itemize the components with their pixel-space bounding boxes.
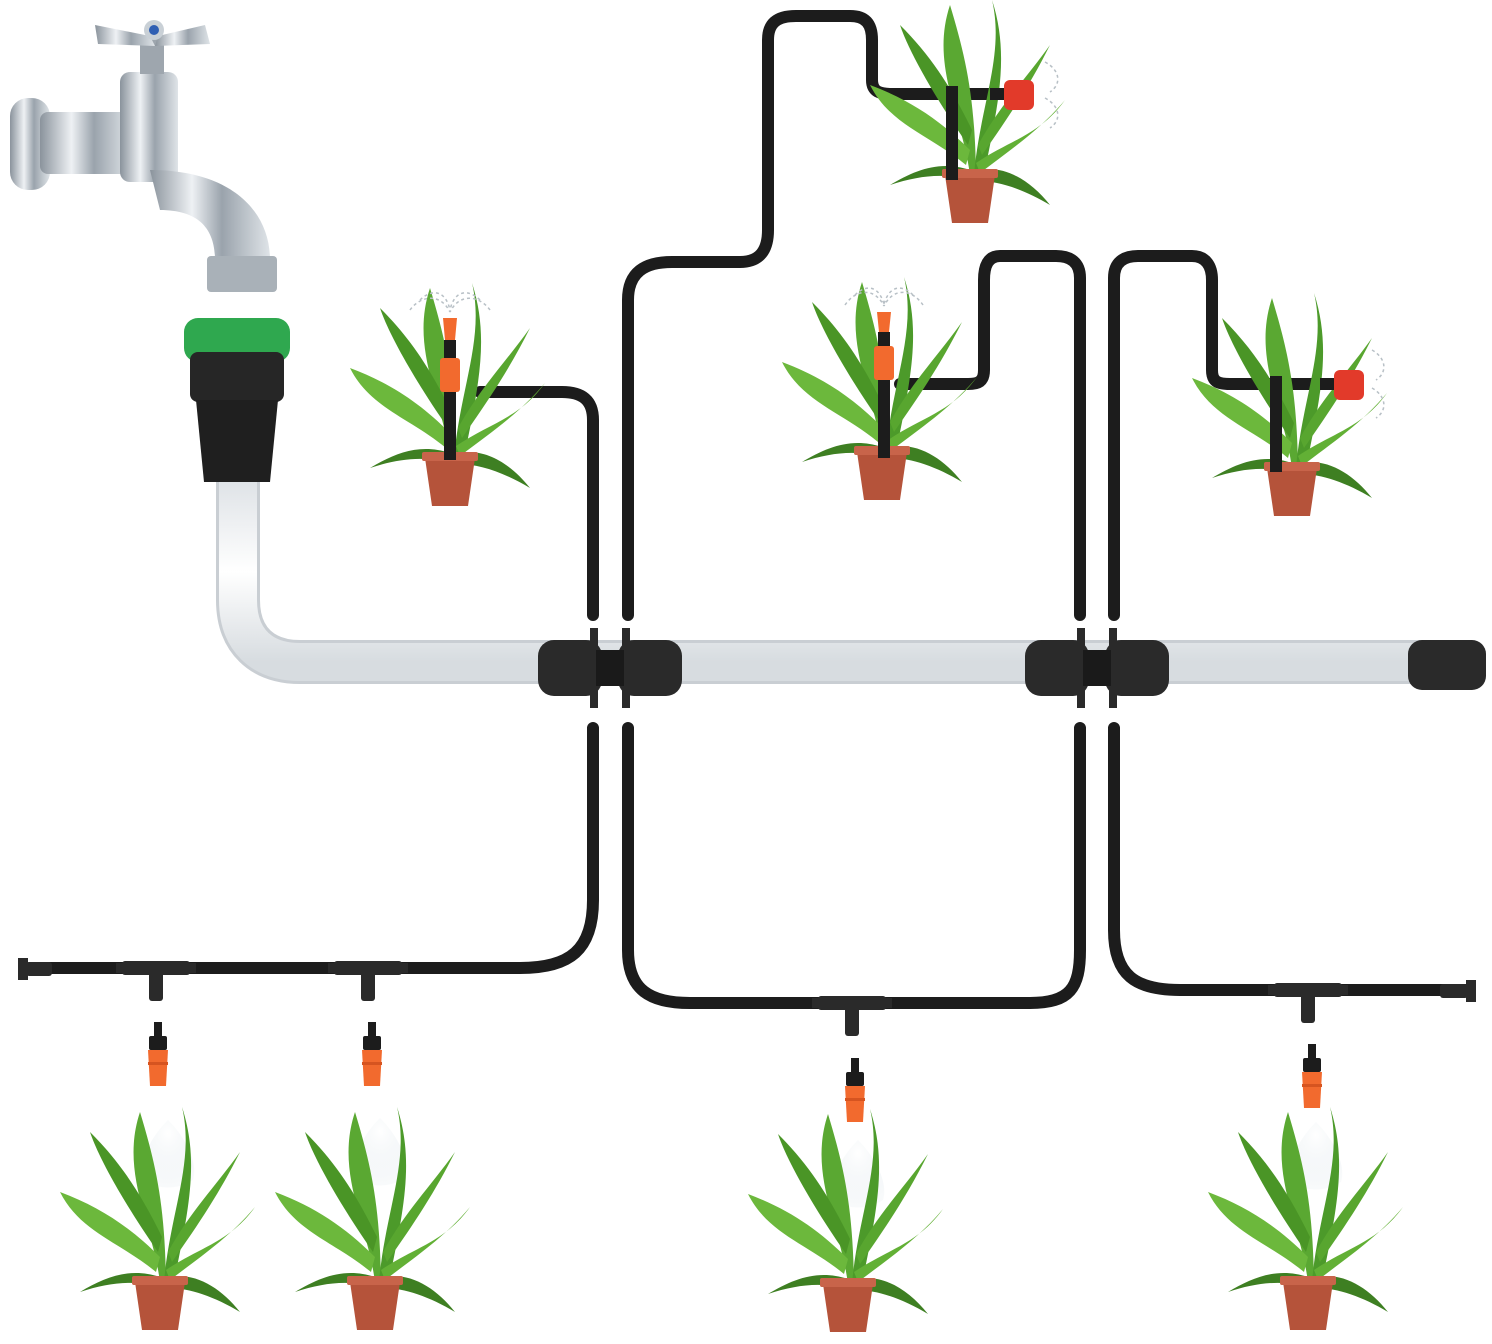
dripper-icon (1270, 349, 1385, 472)
tee-icon (328, 961, 408, 1001)
end-plug-icon (18, 958, 52, 980)
sprayer-stake-icon (844, 287, 924, 458)
main-hose (216, 482, 1430, 684)
mist-nozzle-icon (148, 1022, 168, 1086)
mist-nozzle-icon (1302, 1044, 1322, 1108)
faucet-icon (10, 20, 277, 292)
tee-icon (1268, 983, 1348, 1023)
plant-icon (748, 1109, 943, 1332)
branch-tubes (24, 10, 1476, 1009)
dripper-icon (946, 61, 1059, 180)
plant-icon (1192, 293, 1387, 516)
tee-icon (116, 961, 196, 1001)
hose-adapter-icon (184, 318, 290, 482)
mist-nozzle-icon (845, 1058, 865, 1122)
plant-icon (870, 0, 1065, 223)
sprayer-stake-icon (409, 292, 491, 460)
end-cap-icon (1408, 640, 1486, 690)
tee-icon (812, 996, 892, 1036)
mist-nozzle-icon (362, 1022, 382, 1086)
end-plug-icon (1440, 980, 1476, 1002)
